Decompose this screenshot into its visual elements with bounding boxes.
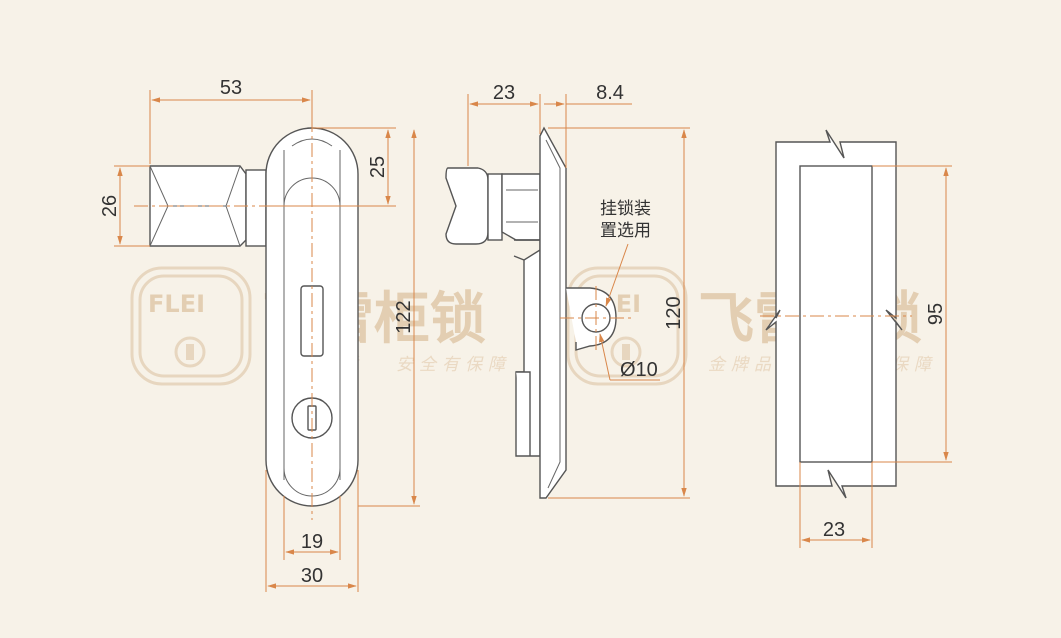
dim-side-height: 120 <box>663 296 685 329</box>
note-padlock-line-1: 挂锁装 <box>600 199 651 219</box>
watermark-logo-text: FLEI <box>148 290 205 318</box>
dim-top-offset: 25 <box>367 156 389 178</box>
dim-width-total: 53 <box>220 77 242 99</box>
note-padlock-line-2: 置选用 <box>600 221 651 241</box>
cutout-view: 95 23 <box>760 129 952 548</box>
dim-total-height: 122 <box>393 300 415 333</box>
side-handle <box>445 167 489 245</box>
front-view: 53 26 25 122 19 30 <box>99 77 420 592</box>
panel-cutout <box>799 165 873 463</box>
side-view: 23 8.4 120 挂锁装 置选用 Ø10 <box>445 82 690 499</box>
dim-cutout-height: 95 <box>925 303 947 325</box>
dim-handle-depth: 23 <box>493 82 515 104</box>
watermark-slogan-1-right: 金牌品质 <box>708 355 800 375</box>
dim-body-width: 30 <box>301 565 323 587</box>
dim-cutout-width: 23 <box>823 519 845 541</box>
dim-plate-depth: 8.4 <box>596 82 624 104</box>
watermark-logo-icon <box>130 266 252 386</box>
dim-inner-width: 19 <box>301 531 323 553</box>
handle-hub <box>245 169 267 247</box>
dim-handle-height: 26 <box>99 195 121 217</box>
watermark-slogan-2: 安全有保障 <box>396 355 511 375</box>
dim-hole-diameter: Ø10 <box>620 359 658 381</box>
